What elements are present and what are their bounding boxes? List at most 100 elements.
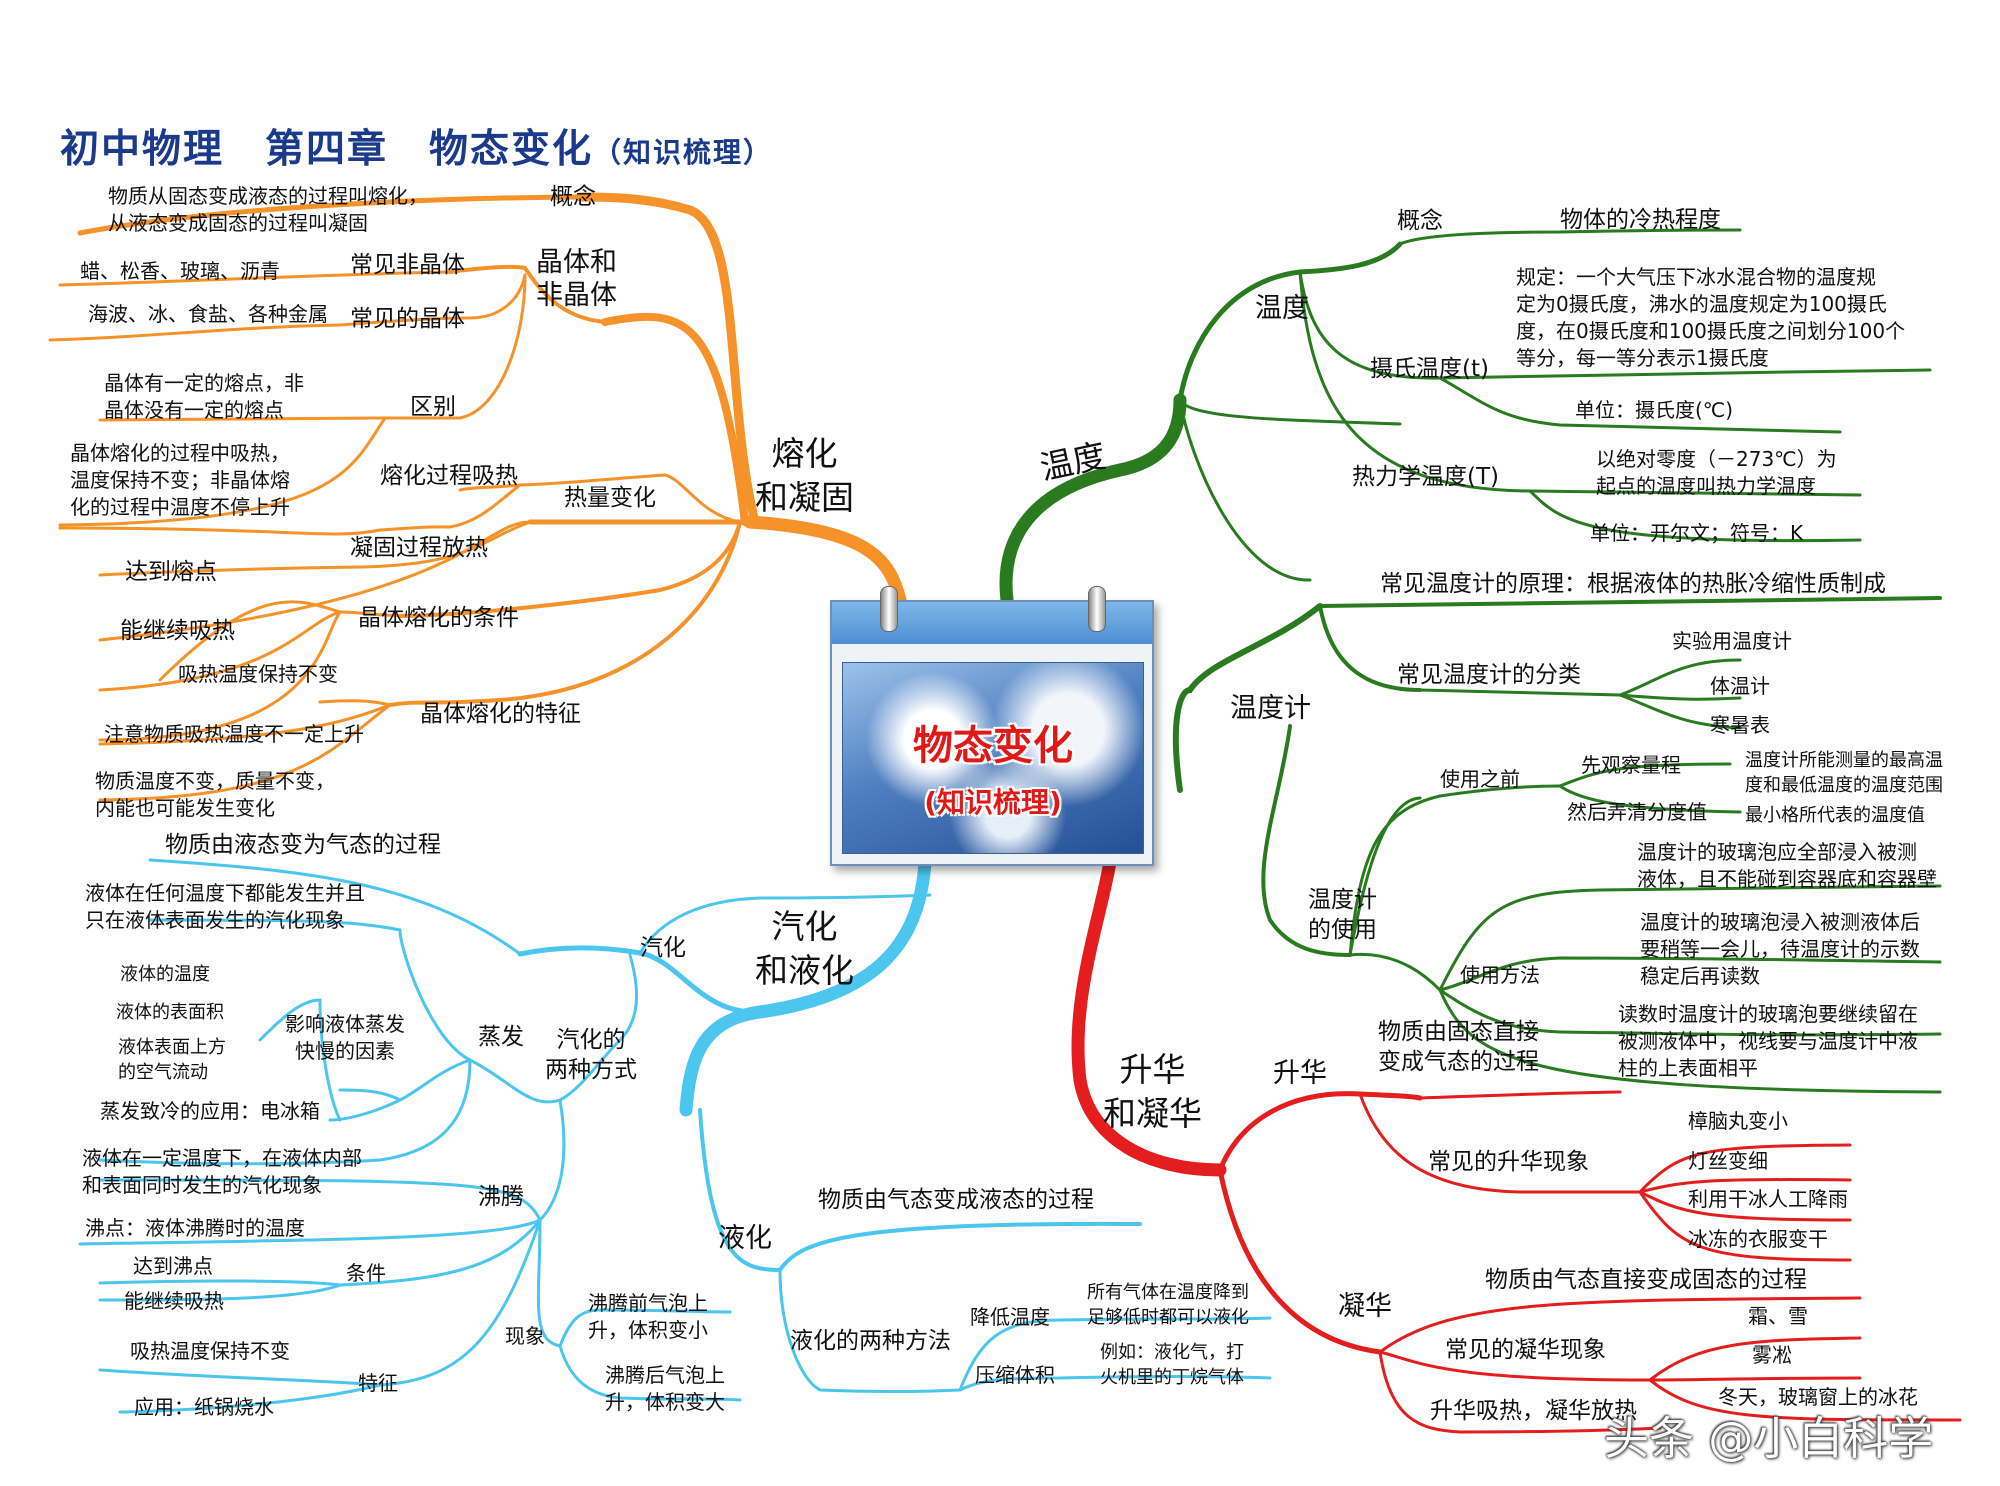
temp-concept-text: 物体的冷热程度 bbox=[1560, 207, 1721, 233]
temperature-connectors bbox=[999, 228, 1942, 1094]
lower-temp-label: 降低温度 bbox=[970, 1305, 1050, 1329]
temp-label: 温度 bbox=[1255, 293, 1309, 324]
melt-feature-item-3: 物质温度不变，质量不变， 内能也可能发生变化 bbox=[95, 769, 335, 820]
crystal-label: 晶体和 非晶体 bbox=[536, 247, 617, 311]
evap-factor-1: 液体的温度 bbox=[120, 964, 210, 985]
thermometer-usage-label: 温度计 的使用 bbox=[1308, 887, 1377, 943]
lower-temp-text: 所有气体在温度降到 足够低时都可以液化 bbox=[1087, 1282, 1249, 1328]
thermometer-label: 温度计 bbox=[1230, 693, 1311, 724]
compress-label: 压缩体积 bbox=[975, 1363, 1055, 1387]
thermometer-class-item-2: 体温计 bbox=[1710, 674, 1770, 698]
division-text: 最小格所代表的温度值 bbox=[1745, 805, 1925, 826]
kelvin-text: 以绝对零度（－273℃）为 起点的温度叫热力学温度 bbox=[1596, 447, 1837, 498]
method-label: 使用方法 bbox=[1460, 963, 1540, 987]
frost-tree-image: 物态变化 (知识梳理) bbox=[842, 662, 1144, 854]
boil-phenomenon-1: 沸腾前气泡上 升，体积变小 bbox=[588, 1291, 708, 1342]
thermometer-class-item-3: 寒暑表 bbox=[1710, 713, 1770, 737]
boil-feature-1: 吸热温度保持不变 bbox=[130, 1339, 290, 1363]
deposition-label: 凝华 bbox=[1338, 1291, 1392, 1322]
center-node: 物态变化 (知识梳理) bbox=[830, 586, 1154, 866]
heat-solidify-text: 凝固过程放热 bbox=[350, 535, 488, 561]
crystal-diff-text-1: 晶体有一定的熔点，非 晶体没有一定的熔点 bbox=[104, 371, 304, 422]
kelvin-unit: 单位：开尔文；符号：K bbox=[1590, 521, 1804, 545]
boil-feature-2: 应用：纸锅烧水 bbox=[134, 1395, 274, 1419]
melt-condition-item-1: 达到熔点 bbox=[125, 559, 217, 585]
deposition-example-1: 霜、雪 bbox=[1748, 1304, 1808, 1328]
noncrystal-label: 常见非晶体 bbox=[350, 252, 465, 278]
boil-phenomenon-2: 沸腾后气泡上 升，体积变大 bbox=[605, 1363, 725, 1414]
thermometer-principle: 常见温度计的原理：根据液体的热胀冷缩性质制成 bbox=[1380, 571, 1886, 597]
kelvin-label: 热力学温度(T) bbox=[1352, 464, 1499, 490]
temp-concept-label: 概念 bbox=[1397, 208, 1443, 234]
boil-phenomenon-label: 现象 bbox=[505, 1324, 545, 1348]
vaporization-branch-label: 汽化 和液化 bbox=[755, 907, 854, 990]
deposition-examples-label: 常见的凝华现象 bbox=[1445, 1337, 1606, 1363]
melt-feature-item-1: 吸热温度保持不变 bbox=[178, 662, 338, 686]
vapor-def: 物质由液态变为气态的过程 bbox=[165, 832, 441, 858]
melting-concept-label: 概念 bbox=[550, 184, 596, 210]
melt-condition-item-2: 能继续吸热 bbox=[120, 618, 235, 644]
celsius-unit: 单位：摄氏度(℃) bbox=[1575, 398, 1734, 422]
sublimation-label: 升华 bbox=[1273, 1058, 1327, 1089]
method-1: 温度计的玻璃泡应全部浸入被测 液体，且不能碰到容器底和容器壁 bbox=[1637, 840, 1937, 891]
crystal-common-label: 常见的晶体 bbox=[350, 306, 465, 332]
boil-feature-label: 特征 bbox=[358, 1371, 398, 1395]
liquefy-def: 物质由气态变成液态的过程 bbox=[818, 1187, 1094, 1213]
melt-feature-item-2: 注意物质吸热温度不一定上升 bbox=[104, 722, 364, 746]
sublimation-branch-label: 升华 和凝华 bbox=[1103, 1050, 1202, 1133]
evap-application: 蒸发致冷的应用：电冰箱 bbox=[100, 1099, 320, 1123]
sublimation-def: 物质由固态直接 变成气态的过程 bbox=[1378, 1019, 1539, 1075]
method-3: 读数时温度计的玻璃泡要继续留在 被测液体中，视线要与温度计中液 柱的上表面相平 bbox=[1618, 1002, 1918, 1080]
sublimation-example-4: 冰冻的衣服变干 bbox=[1688, 1227, 1828, 1251]
sublimation-example-3: 利用干冰人工降雨 bbox=[1688, 1187, 1848, 1211]
celsius-rule: 规定：一个大气压下冰水混合物的温度规 定为0摄氏度，沸水的温度规定为100摄氏 … bbox=[1516, 265, 1906, 370]
melting-concept-text: 物质从固态变成液态的过程叫熔化， 从液态变成固态的过程叫凝固 bbox=[108, 184, 428, 235]
vapor-ways-label: 汽化的 两种方式 bbox=[545, 1027, 637, 1083]
deposition-example-3: 冬天，玻璃窗上的冰花 bbox=[1718, 1385, 1918, 1409]
range-text: 温度计所能测量的最高温 度和最低温度的温度范围 bbox=[1745, 750, 1943, 796]
evap-factor-3: 液体表面上方 的空气流动 bbox=[118, 1037, 226, 1083]
heat-melt-text: 熔化过程吸热 bbox=[380, 463, 518, 489]
melt-feature-label: 晶体熔化的特征 bbox=[420, 701, 581, 727]
liquefy-label: 液化 bbox=[718, 1223, 772, 1254]
page-title-main: 初中物理 第四章 物态变化 bbox=[60, 127, 594, 172]
boil-label: 沸腾 bbox=[478, 1184, 524, 1210]
sublimation-examples-label: 常见的升华现象 bbox=[1428, 1149, 1589, 1175]
vapor-label: 汽化 bbox=[640, 935, 686, 961]
compress-text: 例如：液化气，打 火机里的丁烷气体 bbox=[1100, 1342, 1244, 1388]
page-title-sub: （知识梳理） bbox=[593, 136, 774, 169]
center-title: 物态变化 bbox=[913, 723, 1073, 769]
deposition-example-2: 雾凇 bbox=[1752, 1343, 1792, 1367]
evap-def: 液体在任何温度下都能发生并且 只在液体表面发生的汽化现象 bbox=[85, 881, 365, 932]
crystal-common-text: 海波、冰、食盐、各种金属 bbox=[88, 302, 328, 326]
sublimation-example-1: 樟脑丸变小 bbox=[1688, 1109, 1788, 1133]
method-2: 温度计的玻璃泡浸入被测液体后 要稍等一会儿，待温度计的示数 稳定后再读数 bbox=[1640, 910, 1920, 988]
thermometer-class-label: 常见温度计的分类 bbox=[1397, 662, 1581, 688]
boil-def: 液体在一定温度下，在液体内部 和表面同时发生的汽化现象 bbox=[82, 1146, 362, 1197]
thermometer-class-item-1: 实验用温度计 bbox=[1672, 629, 1792, 653]
evap-factors-label: 影响液体蒸发 快慢的因素 bbox=[285, 1012, 405, 1063]
calendar-ring-right bbox=[1088, 586, 1106, 632]
melting-branch-label: 熔化 和凝固 bbox=[755, 434, 854, 517]
liquefy-ways-label: 液化的两种方法 bbox=[790, 1328, 951, 1354]
range-label: 先观察量程 bbox=[1581, 753, 1681, 777]
crystal-diff-text-2: 晶体熔化的过程中吸热， 温度保持不变；非晶体熔 化的过程中温度不停上升 bbox=[70, 441, 290, 519]
noncrystal-text: 蜡、松香、玻璃、沥青 bbox=[80, 259, 280, 283]
sublimation-example-2: 灯丝变细 bbox=[1688, 1149, 1768, 1173]
sublimation-heat-text: 升华吸热，凝华放热 bbox=[1430, 1398, 1637, 1424]
calendar-ring-left bbox=[880, 586, 898, 632]
evap-factor-2: 液体的表面积 bbox=[116, 1002, 224, 1023]
boiling-point: 沸点：液体沸腾时的温度 bbox=[85, 1216, 305, 1240]
boil-condition-2: 能继续吸热 bbox=[124, 1289, 224, 1313]
boil-condition-1: 达到沸点 bbox=[133, 1254, 213, 1278]
melting-connectors bbox=[48, 192, 907, 802]
deposition-def: 物质由气态直接变成固态的过程 bbox=[1485, 1267, 1807, 1293]
boil-condition-label: 条件 bbox=[346, 1261, 386, 1285]
watermark: 头条 @小白科学 bbox=[1604, 1412, 1934, 1465]
center-subtitle: (知识梳理) bbox=[924, 786, 1062, 819]
vaporization-connectors bbox=[78, 855, 1272, 1414]
division-label: 然后弄清分度值 bbox=[1567, 800, 1707, 824]
page-title: 初中物理 第四章 物态变化（知识梳理） bbox=[60, 118, 773, 174]
